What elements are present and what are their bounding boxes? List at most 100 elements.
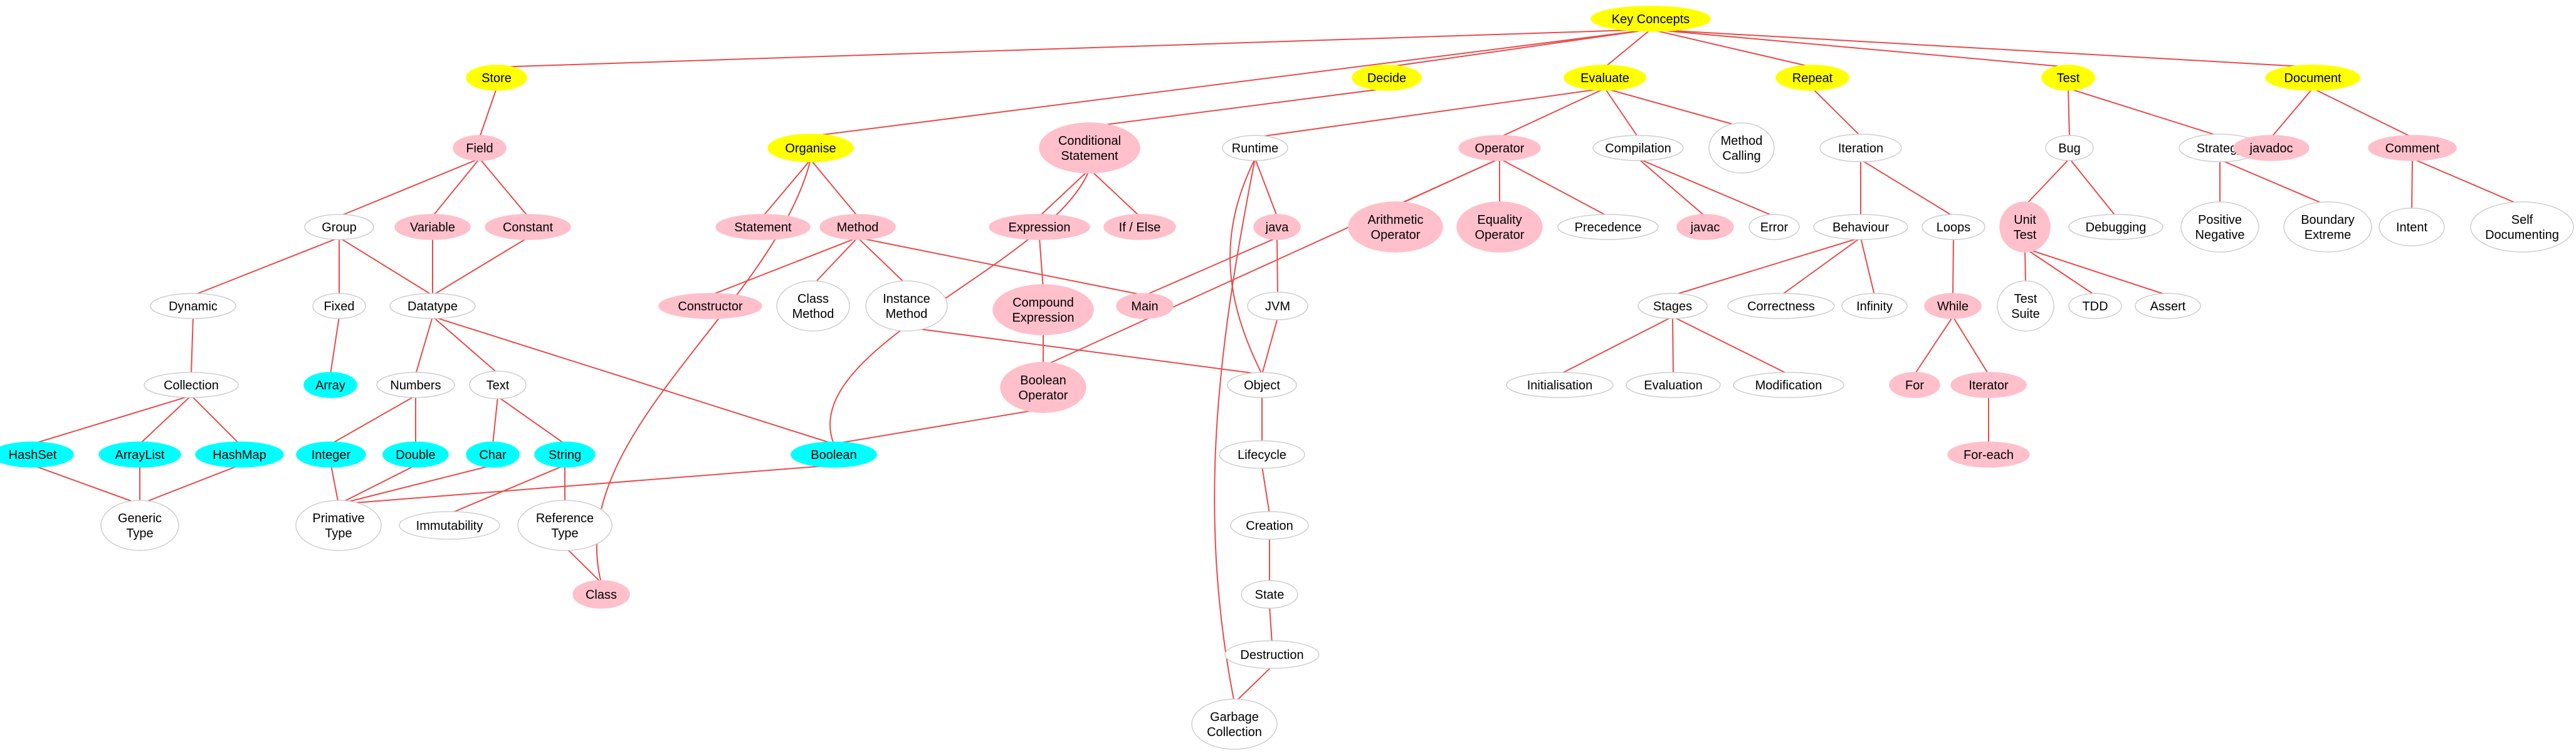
edge-method-to-class-method — [812, 237, 858, 285]
node-if-else: If / Else — [1103, 214, 1176, 240]
node-jvm-shape — [1247, 292, 1308, 320]
edge-evaluate-to-runtime — [1254, 88, 1606, 138]
edge-java-to-jvm — [1276, 237, 1278, 295]
node-statement-label: Statement — [734, 221, 792, 234]
node-equality-operator-shape — [1456, 201, 1543, 253]
node-iterator: Iterator — [1950, 372, 2027, 398]
node-method-shape — [819, 214, 896, 240]
node-method: Method — [819, 214, 896, 240]
node-behaviour-label: Behaviour — [1832, 221, 1889, 234]
node-group-shape — [304, 214, 374, 240]
node-positive-negative-label: Positive — [2198, 213, 2242, 227]
node-self-documenting-shape — [2470, 201, 2574, 253]
edge-fixed-to-array — [330, 316, 340, 375]
node-precedence-shape — [1557, 214, 1659, 240]
node-garbage-collection-label: Garbage — [1210, 710, 1259, 724]
node-instance-method-shape — [865, 280, 948, 332]
edge-comment-to-self-documenting — [2412, 158, 2523, 206]
node-javadoc-label: javadoc — [2249, 142, 2293, 155]
node-generic-type-label: Generic — [118, 512, 162, 525]
node-compilation-shape — [1592, 135, 1684, 161]
node-hashmap-shape — [195, 441, 284, 468]
node-conditional-statement-shape — [1039, 122, 1140, 174]
edge-store-to-field — [479, 88, 497, 138]
node-boolean: Boolean — [791, 441, 877, 468]
node-numbers-label: Numbers — [390, 379, 441, 392]
edge-conditional-statement-to-if-else — [1089, 169, 1140, 217]
node-runtime-label: Runtime — [1232, 142, 1278, 155]
node-javadoc-shape — [2233, 135, 2310, 161]
node-object-shape — [1227, 372, 1297, 398]
edge-double-to-primative-type — [338, 465, 416, 505]
node-test-suite-label: Test — [2014, 292, 2037, 306]
node-reference-type-label: Type — [551, 527, 578, 540]
edge-state-to-destruction — [1269, 606, 1273, 643]
node-if-else-shape — [1103, 214, 1176, 240]
edge-key-concepts-to-evaluate — [1604, 29, 1651, 68]
edge-behaviour-to-stages — [1672, 237, 1861, 296]
edge-reference-type-to-class — [564, 546, 602, 584]
node-operator-label: Operator — [1475, 142, 1525, 155]
edge-boolean-to-primative-type — [338, 465, 834, 505]
edge-field-to-variable — [432, 158, 480, 217]
edge-key-concepts-to-organise — [810, 29, 1651, 137]
node-creation-shape — [1230, 511, 1309, 540]
node-immutability-shape — [399, 511, 500, 540]
edge-conditional-statement-to-expression — [1039, 169, 1090, 217]
node-decide: Decide — [1352, 65, 1422, 91]
node-hashset-shape — [0, 441, 74, 468]
node-method-calling-shape — [1708, 122, 1775, 174]
node-arithmetic-operator-label: Arithmetic — [1368, 213, 1424, 227]
node-state: State — [1241, 580, 1298, 609]
node-evaluate-label: Evaluate — [1580, 71, 1629, 85]
edge-field-to-constant — [479, 158, 528, 217]
edge-field-to-group — [339, 158, 480, 217]
node-runtime: Runtime — [1222, 135, 1288, 161]
node-char-shape — [466, 441, 520, 468]
edge-organise-to-method — [810, 159, 858, 217]
edge-method-to-main — [857, 237, 1145, 296]
node-loops-label: Loops — [1937, 221, 1971, 234]
node-bug-shape — [2045, 135, 2094, 161]
edge-datatype-to-text — [432, 316, 498, 374]
node-datatype-shape — [389, 293, 476, 319]
node-collection-label: Collection — [164, 379, 219, 392]
edge-operator-to-boolean-operator — [1043, 158, 1500, 367]
node-intent: Intent — [2379, 208, 2445, 246]
node-constant: Constant — [485, 214, 571, 240]
edge-behaviour-to-infinity — [1860, 237, 1875, 296]
node-self-documenting-label: Self — [2511, 213, 2533, 227]
edge-while-to-for — [1914, 316, 1953, 375]
edge-dynamic-to-collection — [191, 316, 194, 375]
node-text-label: Text — [486, 379, 510, 392]
node-iterator-shape — [1950, 372, 2027, 398]
node-object-label: Object — [1244, 379, 1280, 392]
node-positive-negative-label: Negative — [2195, 228, 2245, 242]
node-numbers: Numbers — [376, 372, 455, 398]
node-while-label: While — [1937, 300, 1969, 313]
edge-evaluate-to-compilation — [1604, 88, 1639, 138]
node-expression: Expression — [989, 214, 1090, 240]
node-for-label: For — [1905, 379, 1924, 392]
node-compilation: Compilation — [1592, 135, 1684, 161]
edge-text-to-string — [497, 396, 565, 445]
node-runtime-shape — [1222, 135, 1288, 161]
node-assert: Assert — [2135, 293, 2201, 319]
edge-integer-to-primative-type — [330, 465, 339, 505]
node-boolean-label: Boolean — [811, 448, 856, 462]
edge-repeat-to-iteration — [1812, 88, 1861, 137]
node-jvm: JVM — [1247, 292, 1308, 320]
edge-boolean-operator-to-boolean — [833, 408, 1044, 445]
node-for-shape — [1889, 372, 1940, 398]
edge-evaluate-to-method-calling — [1604, 88, 1742, 127]
node-boolean-operator-shape — [1000, 362, 1086, 413]
node-error-shape — [1748, 214, 1800, 240]
node-constructor: Constructor — [658, 293, 762, 319]
node-positive-negative-shape — [2180, 201, 2259, 253]
